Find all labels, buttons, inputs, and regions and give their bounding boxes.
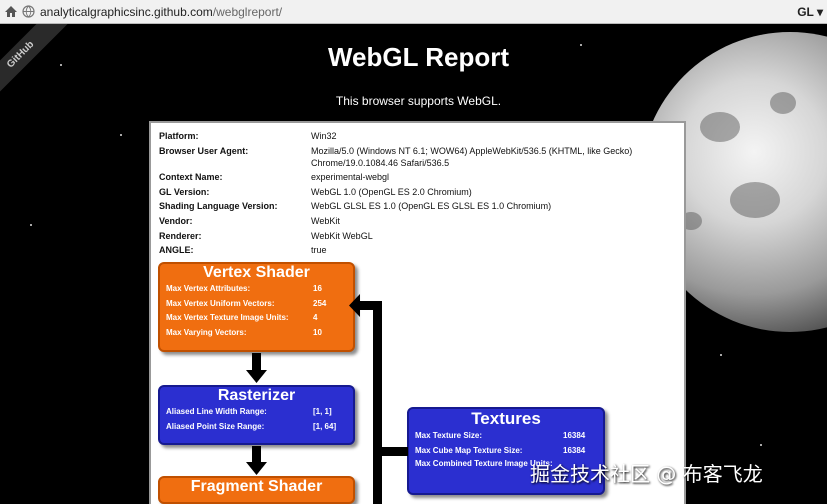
arrow-head: [246, 462, 267, 475]
arrow-to-vertex: [360, 301, 382, 310]
support-message: This browser supports WebGL.: [335, 94, 502, 108]
fragment-shader-box: Fragment Shader: [158, 476, 355, 504]
info-value: WebKit WebGL: [311, 230, 373, 241]
rasterizer-row: Aliased Point Size Range: [1, 64]: [160, 420, 353, 435]
rasterizer-title: Rasterizer: [217, 387, 296, 404]
row-value: 16384: [563, 445, 586, 455]
info-value: WebGL GLSL ES 1.0 (OpenGL ES GLSL ES 1.0…: [311, 201, 552, 212]
info-key: Shading Language Version:: [159, 201, 278, 212]
home-icon[interactable]: [0, 0, 22, 24]
texture-feed-line: [373, 305, 382, 504]
info-row: Platform: Win32: [159, 130, 671, 142]
info-key: Browser User Agent:: [159, 145, 249, 156]
row-value: 10: [313, 327, 322, 337]
row-label: Aliased Point Size Range:: [166, 421, 265, 431]
row-label: Aliased Line Width Range:: [166, 407, 267, 416]
page-title: WebGL Report: [327, 42, 510, 72]
textures-row: Max Cube Map Texture Size: 16384: [409, 444, 603, 459]
info-key: Vendor:: [159, 215, 193, 226]
row-label: Max Vertex Attributes:: [166, 284, 251, 293]
address-bar: analyticalgraphicsinc.github.com/webglre…: [0, 0, 827, 24]
row-label: Max Vertex Texture Image Units:: [166, 313, 289, 322]
info-row: Browser User Agent: Mozilla/5.0 (Windows…: [159, 145, 671, 169]
textures-title: Textures: [471, 409, 541, 428]
row-value: [1, 64]: [313, 421, 337, 431]
info-key: GL Version:: [159, 186, 210, 197]
row-label: Max Varying Vectors:: [166, 327, 247, 337]
star: [580, 44, 582, 46]
vertex-row: Max Vertex Uniform Vectors: 254: [160, 297, 353, 312]
info-value: WebKit: [311, 215, 340, 226]
info-value: Mozilla/5.0 (Windows NT 6.1; WOW64) Appl…: [311, 145, 633, 168]
info-row: Context Name: experimental-webgl: [159, 171, 671, 183]
row-value: 16384: [563, 431, 586, 440]
rasterizer-row: Aliased Line Width Range: [1, 1]: [160, 405, 353, 420]
star: [720, 354, 722, 356]
gl-extension-label: GL: [797, 5, 814, 19]
info-value: true: [311, 245, 327, 256]
row-label: Max Vertex Uniform Vectors:: [166, 298, 275, 308]
textures-row: Max Combined Texture Image Units:: [409, 458, 603, 469]
row-value: 4: [313, 313, 318, 322]
info-key: Renderer:: [159, 230, 202, 241]
fragment-shader-title: Fragment Shader: [190, 478, 323, 495]
star: [760, 444, 762, 446]
arrow-raster-to-fragment: [252, 446, 261, 463]
info-row: Shading Language Version: WebGL GLSL ES …: [159, 200, 671, 212]
row-value: 254: [313, 298, 327, 308]
vertex-shader-title: Vertex Shader: [203, 264, 310, 281]
info-key: Context Name:: [159, 172, 223, 183]
url-path: /webglreport/: [212, 4, 283, 19]
textures-box: Textures Max Texture Size: 16384 Max Cube…: [407, 407, 605, 495]
vertex-row: Max Vertex Attributes: 16: [160, 282, 353, 297]
row-label: Max Combined Texture Image Units:: [415, 459, 553, 468]
gl-extension-button[interactable]: GL ▾: [797, 5, 823, 19]
url-field[interactable]: analyticalgraphicsinc.github.com/webglre…: [40, 5, 282, 19]
arrow-head: [246, 370, 267, 383]
url-host: analyticalgraphicsinc.github.com: [40, 4, 213, 19]
info-key: ANGLE:: [159, 245, 194, 256]
textures-row: Max Texture Size: 16384: [409, 429, 603, 444]
info-key: Platform:: [159, 131, 199, 141]
vertex-row: Max Varying Vectors: 10: [160, 326, 353, 341]
star: [30, 224, 32, 226]
arrow-head: [349, 294, 360, 317]
rasterizer-box: Rasterizer Aliased Line Width Range: [1, …: [158, 385, 355, 445]
info-row: GL Version: WebGL 1.0 (OpenGL ES 2.0 Chr…: [159, 186, 671, 198]
info-value: Win32: [311, 131, 337, 141]
watermark: 掘金技术社区 @ 布客飞龙: [530, 462, 763, 486]
star: [60, 64, 62, 66]
row-label: Max Texture Size:: [415, 431, 482, 440]
texture-connector: [380, 447, 408, 456]
arrow-vertex-to-raster: [252, 353, 261, 371]
info-value: experimental-webgl: [311, 172, 390, 183]
row-value: 16: [313, 284, 322, 293]
row-value: [1, 1]: [313, 407, 332, 416]
vertex-shader-box: Vertex Shader Max Vertex Attributes: 16 M…: [158, 262, 355, 352]
row-label: Max Cube Map Texture Size:: [415, 445, 523, 455]
info-row: ANGLE: true: [159, 244, 671, 256]
info-row: Vendor: WebKit: [159, 215, 671, 227]
star: [120, 134, 122, 136]
globe-icon: [22, 5, 36, 19]
vertex-row: Max Vertex Texture Image Units: 4: [160, 311, 353, 326]
info-table: Platform: Win32 Browser User Agent: Mozi…: [159, 130, 671, 259]
info-row: Renderer: WebKit WebGL: [159, 230, 671, 242]
info-value: WebGL 1.0 (OpenGL ES 2.0 Chromium): [311, 186, 472, 197]
